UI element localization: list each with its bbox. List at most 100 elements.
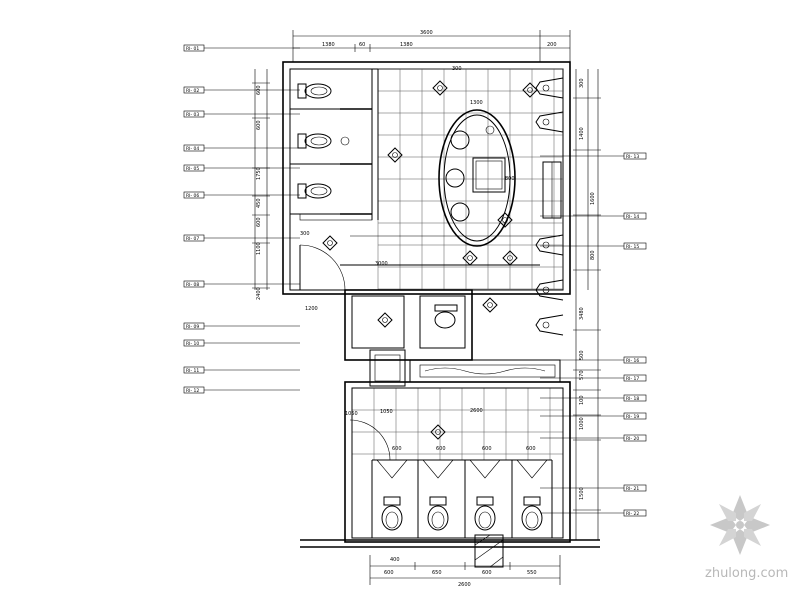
- interior-dim-label: 1200: [305, 306, 318, 312]
- left-dim-label: 1750: [256, 167, 262, 180]
- right-callout-label: RI- 13: [626, 154, 639, 160]
- stall-door: [376, 459, 408, 479]
- urinal-bowl-icon: [521, 505, 543, 531]
- left-callout-label: RI- 01: [186, 46, 199, 52]
- left-callout-label: RI- 07: [186, 236, 199, 242]
- right-dim-label: 1600: [590, 192, 596, 205]
- toilet-fixture-1: [297, 83, 332, 99]
- interior-dim-label: 3000: [375, 261, 388, 267]
- stall-door: [422, 459, 454, 479]
- interior-dim-label: 600: [526, 446, 536, 452]
- dim-bottom-d: 550: [527, 570, 537, 576]
- right-callout-label: RI- 22: [626, 511, 639, 517]
- stall-door: [516, 459, 548, 479]
- drain-center-icon: [487, 302, 493, 308]
- interior-dim-label: 600: [482, 446, 492, 452]
- right-callout-label: RI- 17: [626, 376, 639, 382]
- left-callout-label: RI- 11: [186, 368, 199, 374]
- urinal-tank-icon: [383, 496, 401, 506]
- right-dim-label: 1000: [579, 417, 585, 430]
- right-callout-label: RI- 14: [626, 214, 639, 220]
- left-callout-label: RI- 08: [186, 282, 199, 288]
- right-dim-label: 300: [579, 78, 585, 88]
- floor-drain-icon: [432, 80, 448, 96]
- left-callout-label: RI- 05: [186, 166, 199, 172]
- right-dim-label: 500: [579, 350, 585, 360]
- left-dim-label: 2400: [256, 287, 262, 300]
- interior-dim-label: 2600: [470, 408, 483, 414]
- dim-bottom-top-a: 400: [390, 557, 400, 563]
- floor-drains: [322, 80, 538, 440]
- toilet-stalls-left: [289, 68, 379, 221]
- sink-drain-icon: [542, 241, 550, 249]
- left-callout-label: RI- 06: [186, 193, 199, 199]
- urinal-inner-icon: [478, 511, 492, 529]
- wall-sink-icon: [535, 279, 564, 301]
- top-dimensions: 3600 1380 60 1380 200: [292, 30, 571, 62]
- interior-dim-label: 1300: [470, 100, 483, 106]
- stall-door: [469, 459, 501, 479]
- interior-dim-label: 1050: [380, 409, 393, 415]
- dim-total-bottom: 2600: [458, 582, 471, 588]
- sink-drain-icon: [542, 321, 550, 329]
- urinal-bowl-icon: [474, 505, 496, 531]
- wall-sink-icon: [535, 77, 564, 99]
- interior-dim-label: 1050: [345, 411, 358, 417]
- interior-dim-label: 600: [392, 446, 402, 452]
- urinal-tank-icon: [523, 496, 541, 506]
- lower-room-walls: [300, 381, 600, 548]
- left-callout-label: RI- 02: [186, 88, 199, 94]
- right-dim-label: 1400: [579, 127, 585, 140]
- drain-center-icon: [392, 152, 398, 158]
- right-callout-label: RI- 16: [626, 358, 639, 364]
- drain-center-icon: [437, 85, 443, 91]
- urinal-tank-icon: [476, 496, 494, 506]
- floor-drain-icon: [430, 424, 446, 440]
- oval-vanity-island: [438, 109, 516, 247]
- floor-drain-icon: [377, 312, 393, 328]
- right-dim-label: 800: [590, 250, 596, 260]
- floor-drain-icon: [497, 212, 513, 228]
- wall-sink-icon: [535, 314, 564, 336]
- urinal-tank-icon: [429, 496, 447, 506]
- drain-center-icon: [382, 317, 388, 323]
- right-callout-label: RI- 19: [626, 414, 639, 420]
- right-dim-label: 1500: [579, 487, 585, 500]
- interior-dimensions: 1300 300 3000 2600 1050 1050 300 800 600 600 600 60…: [300, 66, 536, 452]
- interior-dim-label: 800: [505, 176, 515, 182]
- toilet-fixture-2: [297, 133, 350, 149]
- left-dim-label: 600: [256, 120, 262, 130]
- interior-dim-label: 300: [300, 231, 310, 237]
- floor-drain-icon: [322, 235, 338, 251]
- left-callout-label: RI- 12: [186, 388, 199, 394]
- drain-center-icon: [502, 217, 508, 223]
- dim-top-a: 1380: [322, 42, 335, 48]
- drain-center-icon: [527, 87, 533, 93]
- toilet-fixture-3: [297, 183, 332, 199]
- drain-center-icon: [507, 255, 513, 261]
- dim-bottom-b: 650: [432, 570, 442, 576]
- left-dim-label: 1100: [256, 242, 262, 255]
- door-swings: [299, 244, 391, 461]
- drain-center-icon: [467, 255, 473, 261]
- dim-bottom-c: 600: [482, 570, 492, 576]
- urinal-inner-icon: [431, 511, 445, 529]
- corridor: [340, 235, 560, 266]
- left-callout-label: RI- 03: [186, 112, 199, 118]
- drain-center-icon: [327, 240, 333, 246]
- dim-total-top: 3600: [420, 30, 433, 36]
- sink-drain-icon: [542, 286, 550, 294]
- interior-dim-label: 600: [436, 446, 446, 452]
- left-dim-label: 600: [256, 217, 262, 227]
- dim-top-c: 1380: [400, 42, 413, 48]
- lower-stalls: [371, 459, 553, 538]
- right-callout-label: RI- 21: [626, 486, 639, 492]
- hatched-column: [474, 534, 504, 568]
- interior-dim-label: 300: [452, 66, 462, 72]
- dim-bottom-a: 600: [384, 570, 394, 576]
- left-callout-label: RI- 10: [186, 341, 199, 347]
